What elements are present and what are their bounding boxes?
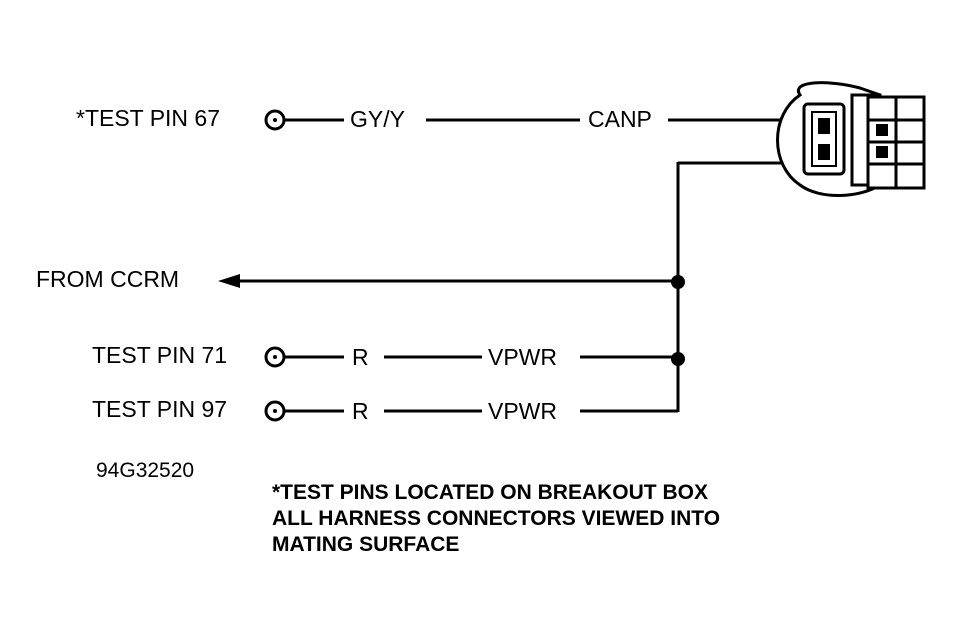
signal-vpwr-97: VPWR bbox=[482, 400, 563, 423]
wire-color-gy-y: GY/Y bbox=[344, 108, 411, 131]
notes: *TEST PINS LOCATED ON BREAKOUT BOX ALL H… bbox=[272, 480, 720, 558]
test-pin-67-icon bbox=[264, 109, 286, 131]
wire-color-r-97: R bbox=[346, 400, 375, 423]
signal-canp: CANP bbox=[582, 108, 658, 131]
note-line-1: *TEST PINS LOCATED ON BREAKOUT BOX bbox=[272, 481, 708, 504]
wire-color-r-71: R bbox=[346, 346, 375, 369]
harness-connector-icon bbox=[776, 81, 926, 197]
signal-vpwr-71: VPWR bbox=[482, 346, 563, 369]
test-pin-97-icon bbox=[264, 400, 286, 422]
test-pin-97-label: TEST PIN 97 bbox=[92, 396, 228, 422]
arrow-from-ccrm bbox=[218, 274, 240, 288]
test-pin-67-label: *TEST PIN 67 bbox=[76, 105, 221, 131]
junction-dot-ccrm bbox=[671, 275, 685, 289]
figure-code: 94G32520 bbox=[96, 459, 195, 482]
from-ccrm-label: FROM CCRM bbox=[36, 266, 180, 292]
junction-dot-vpwr bbox=[671, 352, 685, 366]
test-pin-71-icon bbox=[264, 346, 286, 368]
note-line-2: ALL HARNESS CONNECTORS VIEWED INTO bbox=[272, 507, 721, 530]
note-line-3: MATING SURFACE bbox=[272, 533, 460, 556]
test-pin-71-label: TEST PIN 71 bbox=[92, 342, 228, 368]
